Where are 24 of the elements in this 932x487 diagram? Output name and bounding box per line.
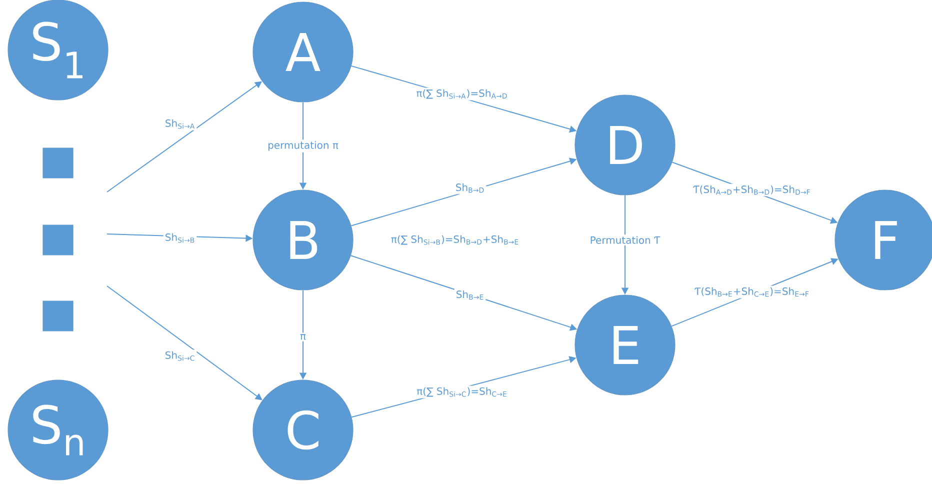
- edge-label: permutation π: [266, 140, 340, 152]
- circle-node: B: [252, 190, 354, 290]
- edge-label: Ƭ(Sh$_{A→D}$+Sh$_{B→D}$)=Sh$_{D→F}$: [692, 184, 812, 196]
- ellipsis-square: [42, 300, 74, 332]
- ellipsis-square: [42, 148, 74, 178]
- edge-label: π(∑ Sh$_{Si→A}$)=Sh$_{A→D}$: [414, 88, 510, 100]
- edge-label: Sh$_{Si→B}$: [163, 232, 197, 244]
- circle-node: C: [252, 380, 354, 480]
- edge-label: Sh$_{Si→C}$: [163, 350, 197, 362]
- edge-label: Permutation Ƭ: [588, 234, 662, 246]
- edge-label: π: [298, 332, 308, 342]
- circle-node: A: [252, 2, 354, 102]
- edge-label: Sh$_{B→E}$: [454, 288, 486, 302]
- arrow: [106, 286, 262, 400]
- circle-node: E: [574, 294, 676, 396]
- formula-label: π(∑ Sh$_{Si→B}$)=Sh$_{B→D}$+Sh$_{B→E}$: [390, 234, 520, 246]
- edge-label: π(∑ Sh$_{Si→C}$)=Sh$_{C→E}$: [415, 386, 509, 398]
- edge-label: Sh$_{Si→A}$: [163, 118, 197, 130]
- edge-label: Sh$_{B→D}$: [454, 182, 486, 194]
- circle-node: F: [834, 190, 932, 290]
- circle-node: D: [574, 94, 676, 196]
- circle-node: S$_{n}$: [8, 380, 108, 480]
- ellipsis-square: [42, 224, 74, 256]
- edge-label: Ƭ(Sh$_{B→E}$+Sh$_{C→E}$)=Sh$_{E→F}$: [693, 286, 811, 298]
